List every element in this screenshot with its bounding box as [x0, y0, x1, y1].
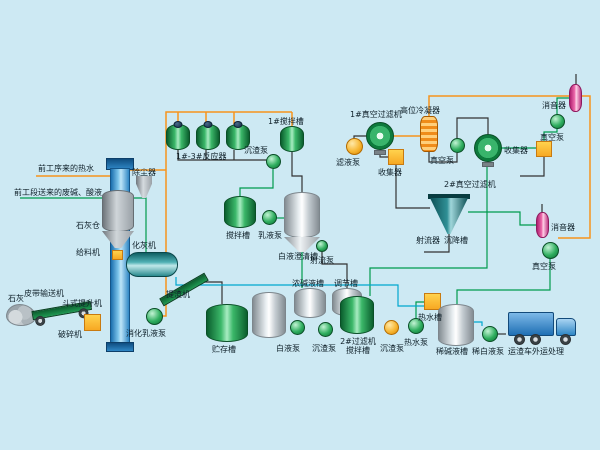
label-emulsion-pump: 乳液泵 [258, 231, 282, 240]
white-liquor-pump [290, 320, 305, 335]
lime-slaker [126, 252, 178, 277]
label-collector-2: 收集器 [504, 146, 528, 155]
sediment-pump-1 [266, 154, 281, 169]
collector-1 [388, 149, 404, 165]
label-dust-collector: 除尘器 [132, 168, 156, 177]
white-liquor-tank [252, 292, 286, 338]
feeder [112, 250, 123, 260]
label-clarifier: 白液澄清槽 [278, 252, 318, 261]
filtrate-pump [346, 138, 363, 155]
sediment-pump-3 [384, 320, 399, 335]
label-jet-device: 射流器 [416, 236, 440, 245]
hot-water-tank [424, 293, 441, 310]
label-vacuum-filter-1: 1#真空过滤机 [350, 110, 402, 119]
muffler-2 [536, 212, 549, 238]
vacuum-pump-2 [550, 114, 565, 129]
vacuum-pump-3 [542, 242, 559, 259]
label-sediment-pump-1: 沉渣泵 [244, 146, 268, 155]
white-liquor-clarifier [284, 192, 320, 238]
label-dilute-alkali-tank: 稀碱液槽 [436, 347, 468, 356]
label-crusher: 破碎机 [58, 330, 82, 339]
label-mixer1: 1#搅拌槽 [268, 117, 304, 126]
conc-alkali-tank [294, 288, 326, 318]
mixing-tank [224, 196, 256, 228]
label-collector-1: 收集器 [378, 168, 402, 177]
label-digestion-pump: 消化乳液泵 [126, 329, 166, 338]
slag-truck [506, 308, 582, 348]
reactor-2 [196, 121, 220, 150]
hot-water-pump [408, 318, 424, 334]
label-vacuum-pump-1: 真空泵 [430, 156, 454, 165]
label-filtrate-pump: 滤液泵 [336, 158, 360, 167]
label-muffler-1: 消音器 [542, 101, 566, 110]
label-vacuum-filter-2: 2#真空过滤机 [444, 180, 496, 189]
label-feeder: 给料机 [76, 248, 100, 257]
label-truck: 运渣车外运处理 [508, 347, 564, 356]
mixer-tank-1 [280, 126, 304, 152]
label-condenser: 高位冷凝器 [400, 106, 440, 115]
label-mixing-tank: 搅拌槽 [226, 231, 250, 240]
high-level-condenser [420, 116, 438, 152]
label-hot-water-in: 前工序来的热水 [38, 164, 94, 173]
label-slag-extractor: 提渣机 [166, 290, 190, 299]
dust-collector [136, 176, 152, 198]
label-jet-pump: 射流泵 [310, 256, 334, 265]
label-lime-silo: 石灰仓 [76, 221, 100, 230]
muffler-1 [569, 84, 582, 112]
vacuum-filter-1 [366, 122, 394, 150]
sediment-pump-2 [318, 322, 333, 337]
label-storage-tank: 贮存槽 [212, 345, 236, 354]
label-lime-slaker: 化灰机 [132, 241, 156, 250]
label-vacuum-pump-3: 真空泵 [532, 262, 556, 271]
label-waste-in: 前工段送来的废碱、酸液 [14, 188, 102, 197]
label-adjust-tank: 调节槽 [334, 279, 358, 288]
vacuum-filter-1-stand [374, 150, 386, 155]
collector-2 [536, 141, 552, 157]
label-belt-conveyor: 皮带输送机 [24, 289, 64, 298]
label-lime: 石灰 [8, 294, 24, 303]
storage-tank [206, 304, 248, 342]
vacuum-pump-1 [450, 138, 465, 153]
label-dilute-white-pump: 稀白液泵 [472, 347, 504, 356]
label-hot-water-tank: 热水槽 [418, 313, 442, 322]
bucket-elevator-boot [106, 342, 134, 352]
vacuum-filter-2-stand [482, 162, 494, 167]
label-sediment-pump-2: 沉渣泵 [312, 344, 336, 353]
emulsion-pump [262, 210, 277, 225]
lime-silo [102, 190, 134, 232]
label-vacuum-pump-2: 真空泵 [540, 133, 564, 142]
label-filter2-mixer: 2#过滤机搅拌槽 [340, 337, 376, 356]
filter2-mixer-tank [340, 296, 374, 334]
label-bucket-elevator: 斗式提升机 [62, 299, 102, 308]
lime-pile [6, 304, 36, 326]
jet-pump [316, 240, 328, 252]
crusher [84, 314, 101, 331]
label-white-liquor-pump: 白液泵 [276, 344, 300, 353]
vacuum-filter-2 [474, 134, 502, 162]
label-conc-alkali-tank: 浓碱液槽 [292, 279, 324, 288]
label-sediment-pump-3: 沉渣泵 [380, 344, 404, 353]
settling-tank-rim [428, 194, 470, 199]
label-reactors: 1#-3#反应器 [176, 152, 227, 161]
label-hot-water-pump: 热水泵 [404, 338, 428, 347]
dilute-white-liquor-pump [482, 326, 498, 342]
reactor-1 [166, 121, 190, 150]
label-muffler-2: 消音器 [551, 223, 575, 232]
dilute-alkali-tank [438, 304, 474, 346]
label-settling-tank: 沉降槽 [444, 236, 468, 245]
digestion-emulsion-pump [146, 308, 163, 325]
reactor-3 [226, 121, 250, 150]
